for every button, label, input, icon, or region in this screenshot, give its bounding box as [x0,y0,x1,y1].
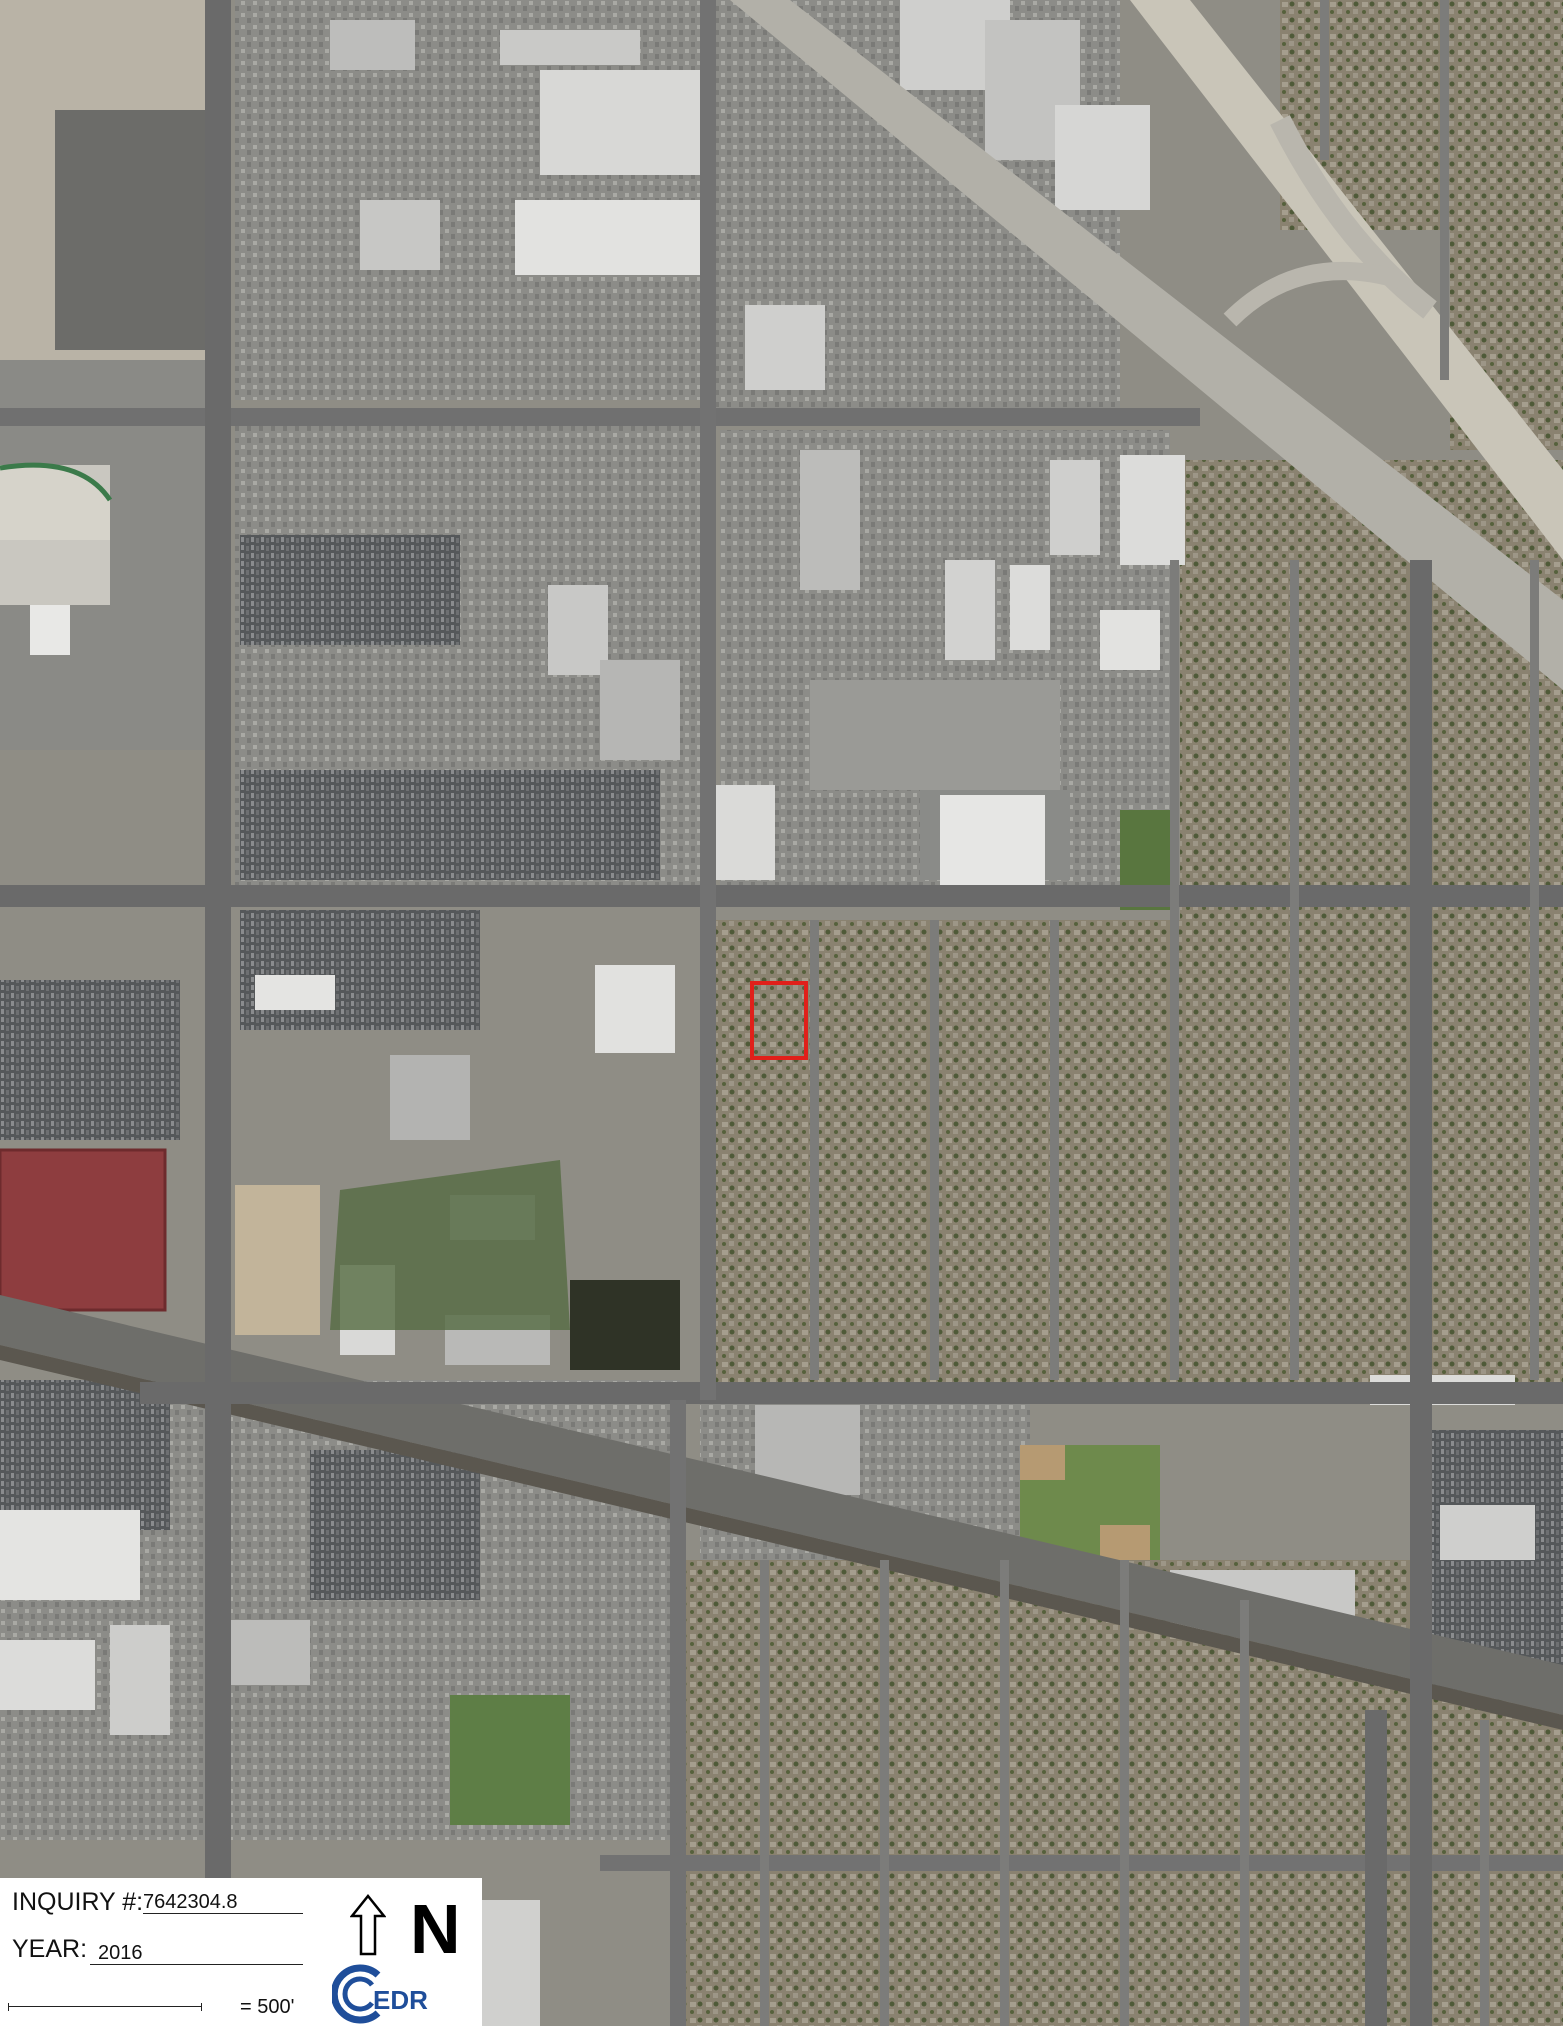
inquiry-number: 7642304.8 [143,1891,238,1913]
scale-label: = 500' [240,1996,295,2018]
year-underline [90,1964,303,1965]
year-label: YEAR: [12,1935,88,1963]
north-arrow-icon [350,1894,386,1956]
scale-bar [8,2003,202,2011]
edr-logo-text: EDR [373,1985,428,2015]
year-value: 2016 [98,1942,143,1964]
edr-logo-icon [332,1964,381,2024]
inquiry-label: INQUIRY #: [12,1888,144,1916]
north-label: N [410,1890,461,1968]
inquiry-underline [143,1913,303,1914]
map-legend: INQUIRY #: 7642304.8 YEAR: 2016 = 500' N… [0,1878,482,2026]
